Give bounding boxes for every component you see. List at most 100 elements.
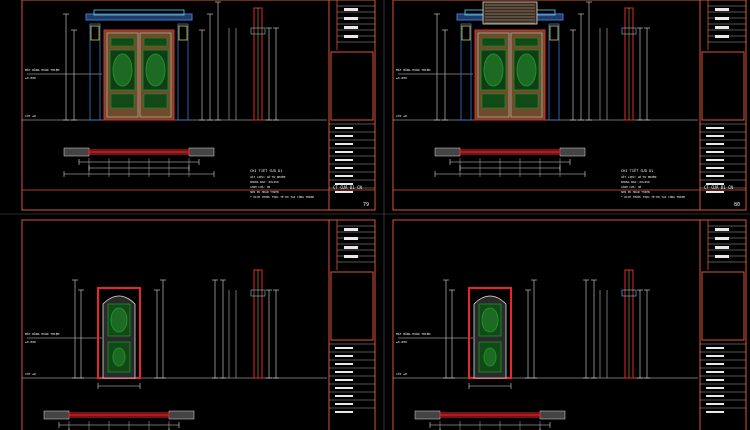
title-block-logo-box xyxy=(701,271,745,341)
title-block-text-mark xyxy=(715,17,729,20)
section-head xyxy=(250,27,266,35)
title-block-logo-box xyxy=(701,51,745,121)
pilaster-capital xyxy=(178,25,188,41)
door-top-panel xyxy=(143,37,168,47)
title-block xyxy=(699,0,747,211)
door-leaf xyxy=(510,32,543,118)
note-line: SƠN PU HOÀN THIỆN xyxy=(250,189,279,194)
floor-label: CỐT ±0 xyxy=(25,371,36,376)
floor-label: CỐT ±0 xyxy=(396,371,407,376)
sheet-border xyxy=(392,0,747,211)
title-block xyxy=(328,219,376,430)
note-line: VẬT LIỆU: GỖ TỰ NHIÊN xyxy=(250,174,286,179)
door-leaf xyxy=(477,32,510,118)
note-line: CÁNH CỬA: 40 xyxy=(621,184,642,189)
note-line: VẬT LIỆU: GỖ TỰ NHIÊN xyxy=(621,174,657,179)
title-block-text-mark xyxy=(335,151,353,153)
floor-label: CỐT ±0 xyxy=(396,113,407,118)
title-block-text-mark xyxy=(344,26,358,29)
title-block-text-mark xyxy=(715,35,729,38)
door-bottom-panel xyxy=(110,93,135,109)
door-oval-ornament xyxy=(483,53,504,87)
title-block-text-mark xyxy=(335,403,353,405)
title-block-text-mark xyxy=(706,159,724,161)
level-value: ±0.000 xyxy=(396,76,407,80)
title-block-text-mark xyxy=(344,255,358,258)
title-block-text-mark xyxy=(706,143,724,145)
plan-wall xyxy=(559,147,586,157)
plan-wall xyxy=(539,410,566,420)
title-block-text-mark xyxy=(344,237,358,240)
level-label: MẶT BẰNG HOÀN THIỆN xyxy=(25,331,60,336)
title-block-text-mark xyxy=(335,167,353,169)
title-block-text-mark xyxy=(344,246,358,249)
door-ornament xyxy=(112,347,126,367)
title-block xyxy=(328,0,376,211)
sheet-number: 80 xyxy=(734,202,740,208)
plan-wall xyxy=(43,410,70,420)
title-block xyxy=(699,219,747,430)
level-value: ±0.000 xyxy=(25,76,36,80)
level-value: ±0.000 xyxy=(25,340,36,344)
sheet-number: 79 xyxy=(363,202,369,208)
title-block-text-mark xyxy=(706,167,724,169)
door-ornament xyxy=(483,347,497,367)
pilaster-capital xyxy=(90,25,100,41)
note-line: * KÍCH THƯỚC THỰC TẾ ĐO TẠI CÔNG TRÌNH xyxy=(621,194,685,199)
door-pilaster xyxy=(548,23,560,121)
title-block-text-mark xyxy=(706,355,724,357)
door-leaf xyxy=(106,32,139,118)
note-line: SƠN PU HOÀN THIỆN xyxy=(621,189,650,194)
title-block-text-mark xyxy=(706,379,724,381)
title-block-text-mark xyxy=(335,363,353,365)
title-block-text-mark xyxy=(706,183,724,185)
title-block-text-mark xyxy=(335,379,353,381)
title-block-text-mark xyxy=(335,395,353,397)
title-block-text-mark xyxy=(706,151,724,153)
title-block-text-mark xyxy=(335,183,353,185)
title-block-text-mark xyxy=(335,411,353,413)
title-block-name: CT CỬA D1 CN xyxy=(333,185,362,190)
title-block-logo-box xyxy=(330,271,374,341)
plan-wall xyxy=(434,147,461,157)
title-block-text-mark xyxy=(344,8,358,11)
door-oval-ornament xyxy=(145,53,166,87)
title-block-text-mark xyxy=(335,347,353,349)
plan-wall xyxy=(414,410,441,420)
title-block-text-mark xyxy=(706,135,724,137)
section-head xyxy=(621,289,637,297)
title-block-text-mark xyxy=(344,228,358,231)
pilaster-capital xyxy=(461,25,471,41)
floor-label: CỐT ±0 xyxy=(25,113,36,118)
title-block-text-mark xyxy=(706,175,724,177)
title-block-text-mark xyxy=(715,26,729,29)
door-ornament xyxy=(481,307,499,333)
title-block-text-mark xyxy=(335,387,353,389)
title-block-name: CT CỬA D1 CN xyxy=(704,185,733,190)
title-block-text-mark xyxy=(715,246,729,249)
title-block-text-mark xyxy=(706,191,724,193)
section-head xyxy=(621,27,637,35)
title-block-logo-box xyxy=(330,51,374,121)
notes-title: CHI TIẾT CỬA D1 xyxy=(621,168,653,173)
door-cornice-top xyxy=(93,9,185,16)
plan-wall xyxy=(63,147,90,157)
title-block-text-mark xyxy=(715,237,729,240)
plan-wall xyxy=(188,147,215,157)
door-bottom-panel xyxy=(481,93,506,109)
level-label: MẶT BẰNG HOÀN THIỆN xyxy=(396,331,431,336)
note-line: CÁNH CỬA: 40 xyxy=(250,184,271,189)
title-block-text-mark xyxy=(706,411,724,413)
door-ornament xyxy=(110,307,128,333)
sheet-border xyxy=(21,0,376,211)
level-value: ±0.000 xyxy=(396,340,407,344)
title-block-text-mark xyxy=(335,355,353,357)
section-head xyxy=(250,289,266,297)
note-line: KHUNG BAO: 60x250 xyxy=(621,180,650,184)
title-block-text-mark xyxy=(335,371,353,373)
title-block-text-mark xyxy=(335,175,353,177)
